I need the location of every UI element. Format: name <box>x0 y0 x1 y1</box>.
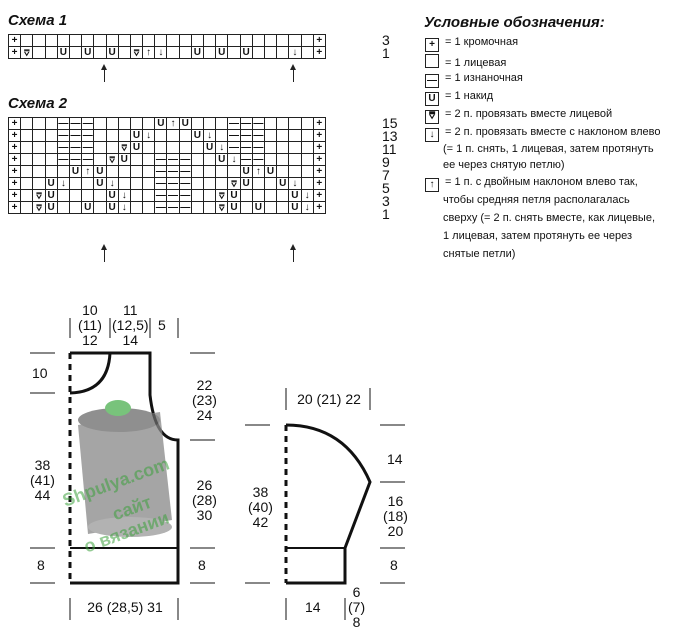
dim-body-side: 38 (41) 44 <box>30 457 55 503</box>
legend-title: Условные обозначения: <box>424 14 605 31</box>
legend-text: = 2 п. провязать вместе с наклоном влево <box>445 126 661 138</box>
legend-note: 1 лицевая, затем протянуть ее через <box>443 230 633 242</box>
row-number: 3 <box>382 32 390 48</box>
dim-body-top-left: 10 (11) 12 <box>78 302 102 348</box>
dim-armhole: 22 (23) 24 <box>192 377 217 423</box>
legend-item: ↓ = 2 п. провязать вместе с наклоном влев… <box>425 126 660 142</box>
stitch-cell: + <box>312 177 326 190</box>
legend-item: U = 1 накид <box>425 90 493 106</box>
chart-row: +———⩢U———U↓——+ <box>7 153 326 166</box>
stitch-cell: + <box>312 46 326 59</box>
stitch-cell: + <box>312 129 326 142</box>
repeat-start-arrow <box>101 64 107 82</box>
row-number: 9 <box>382 154 390 170</box>
dim-neck-depth: 10 <box>32 365 48 381</box>
repeat-start-arrow <box>101 244 107 262</box>
row-number: 1 <box>382 206 390 222</box>
chart-row: +U↑U———U↑U+ <box>7 165 326 178</box>
legend-note: (= 1 п. снять, 1 лицевая, затем протянут… <box>443 143 654 155</box>
legend-item: = 1 лицевая <box>425 54 506 69</box>
legend-note: ее через снятую петлю) <box>443 159 565 171</box>
legend-symbol: U <box>425 92 439 106</box>
chart-row: +———U↓U↓———+ <box>7 129 326 142</box>
legend-note: сверху (= 2 п. снять вместе, как лицевые… <box>443 212 655 224</box>
row-number: 13 <box>382 128 398 144</box>
dim-sleeve-top: 20 (21) 22 <box>297 391 361 407</box>
row-number: 7 <box>382 167 390 183</box>
row-number: 1 <box>382 45 390 61</box>
legend-text: = 1 изнаночная <box>445 72 523 84</box>
dim-body-side-right: 26 (28) 30 <box>192 477 217 523</box>
dim-sleeve-bottom: 14 <box>305 599 321 615</box>
legend-symbol: ↓ <box>425 128 439 142</box>
legend-note: чтобы средняя петля располагалась <box>443 194 630 206</box>
stitch-cell: U <box>44 201 58 214</box>
body-neckline <box>69 351 112 395</box>
legend-text: = 1 лицевая <box>445 57 507 69</box>
repeat-end-arrow <box>290 244 296 262</box>
stitch-cell: + <box>312 141 326 154</box>
legend-item: ⩢ = 2 п. провязать вместе лицевой <box>425 108 612 124</box>
dim-sleeve-mid: 16 (18) 20 <box>383 493 408 539</box>
legend-text: = 1 кромочная <box>445 36 519 48</box>
dim-body-top-right: 5 <box>158 317 166 333</box>
legend-symbol: ⩢ <box>425 110 439 124</box>
dim-sleeve-hem-right: 8 <box>390 557 398 573</box>
dim-sleeve-cuff: 6 (7) 8 <box>348 584 366 630</box>
yarn-cone-logo <box>78 400 172 537</box>
legend-text: = 1 накид <box>445 90 494 102</box>
legend-symbol <box>425 54 439 68</box>
dim-body-hem-right: 8 <box>198 557 206 573</box>
stitch-cell: + <box>312 117 326 130</box>
legend-item: + = 1 кромочная <box>425 36 518 52</box>
dim-sleeve-length: 38 (40) 42 <box>248 484 273 530</box>
dim-sleeve-cap: 14 <box>387 451 403 467</box>
legend-symbol: — <box>425 74 439 88</box>
row-number: 5 <box>382 180 390 196</box>
dim-body-width: 26 (28,5) 31 <box>87 599 163 615</box>
stitch-cell: U <box>81 46 95 59</box>
dim-body-hem-left: 8 <box>37 557 45 573</box>
legend-text: = 2 п. провязать вместе лицевой <box>445 108 613 120</box>
row-number: 11 <box>382 141 397 157</box>
dim-body-top-mid: 11 (12,5) 14 <box>112 302 149 348</box>
legend-note: снятые петли) <box>443 248 516 260</box>
legend-item: — = 1 изнаночная <box>425 72 523 88</box>
legend-text: = 1 п. с двойным наклоном влево так, <box>445 176 638 188</box>
row-number: 15 <box>382 115 398 131</box>
repeat-end-arrow <box>290 64 296 82</box>
scheme2-title: Схема 2 <box>8 95 68 112</box>
scheme1-title: Схема 1 <box>8 12 68 29</box>
stitch-cell: + <box>312 201 326 214</box>
legend-item: ↑ = 1 п. с двойным наклоном влево так, <box>425 176 638 192</box>
legend-symbol: + <box>425 38 439 52</box>
row-number: 3 <box>382 193 390 209</box>
legend-symbol: ↑ <box>425 178 439 192</box>
sleeve-outline <box>285 423 372 585</box>
